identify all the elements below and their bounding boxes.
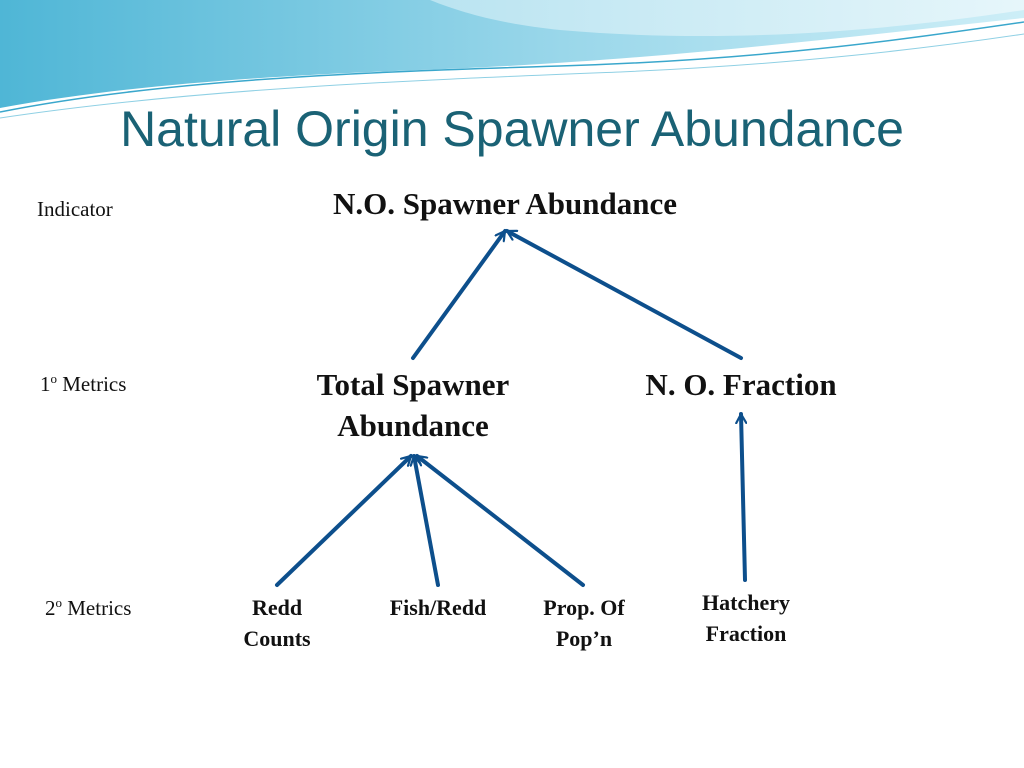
node-prop-of-popn: Prop. Of Pop’n bbox=[543, 592, 624, 654]
level-label-secondary-metrics: 2o Metrics bbox=[45, 596, 131, 621]
level-primary-number: 1 bbox=[40, 372, 51, 396]
node-total-spawner-line2: Abundance bbox=[337, 408, 489, 443]
node-no-fraction: N. O. Fraction bbox=[645, 364, 836, 405]
level-primary-text: Metrics bbox=[57, 372, 127, 396]
arrow-redd-counts-to-total bbox=[275, 454, 413, 587]
arrow-fraction-to-no-spawner bbox=[505, 229, 743, 360]
node-fish-redd-text: Fish/Redd bbox=[389, 595, 487, 620]
level-secondary-degree: o bbox=[55, 595, 63, 610]
node-no-fraction-text: N. O. Fraction bbox=[645, 367, 837, 402]
node-prop-of-popn-line1: Prop. Of bbox=[543, 595, 625, 620]
level-secondary-text: Metrics bbox=[62, 596, 132, 620]
node-redd-counts: Redd Counts bbox=[243, 592, 310, 654]
arrow-fish-redd-to-total bbox=[414, 454, 440, 587]
node-redd-counts-line1: Redd bbox=[251, 595, 303, 620]
node-hatchery-fraction-line1: Hatchery bbox=[702, 590, 790, 615]
node-prop-of-popn-line2: Pop’n bbox=[555, 626, 613, 651]
node-hatchery-fraction-line2: Fraction bbox=[705, 621, 787, 646]
level-label-indicator: Indicator bbox=[37, 197, 113, 221]
node-total-spawner-line1: Total Spawner bbox=[316, 367, 510, 402]
level-secondary-number: 2 bbox=[45, 596, 56, 620]
node-hatchery-fraction: Hatchery Fraction bbox=[702, 587, 790, 649]
arrow-prop-popn-to-total bbox=[415, 454, 585, 587]
level-primary-degree: o bbox=[50, 371, 58, 386]
arrow-hatchery-to-fraction bbox=[741, 412, 745, 582]
node-redd-counts-line2: Counts bbox=[243, 626, 311, 651]
node-fish-redd: Fish/Redd bbox=[390, 592, 487, 623]
slide-title: Natural Origin Spawner Abundance bbox=[120, 101, 904, 157]
level-label-primary-metrics: 1o Metrics bbox=[40, 372, 126, 397]
node-no-spawner-abundance-text: N.O. Spawner Abundance bbox=[333, 186, 677, 221]
arrow-total-to-no-spawner bbox=[411, 229, 507, 360]
wave-header-decoration bbox=[0, 0, 1024, 119]
node-total-spawner-abundance: Total Spawner Abundance bbox=[317, 364, 510, 446]
node-no-spawner-abundance: N.O. Spawner Abundance bbox=[333, 186, 677, 222]
